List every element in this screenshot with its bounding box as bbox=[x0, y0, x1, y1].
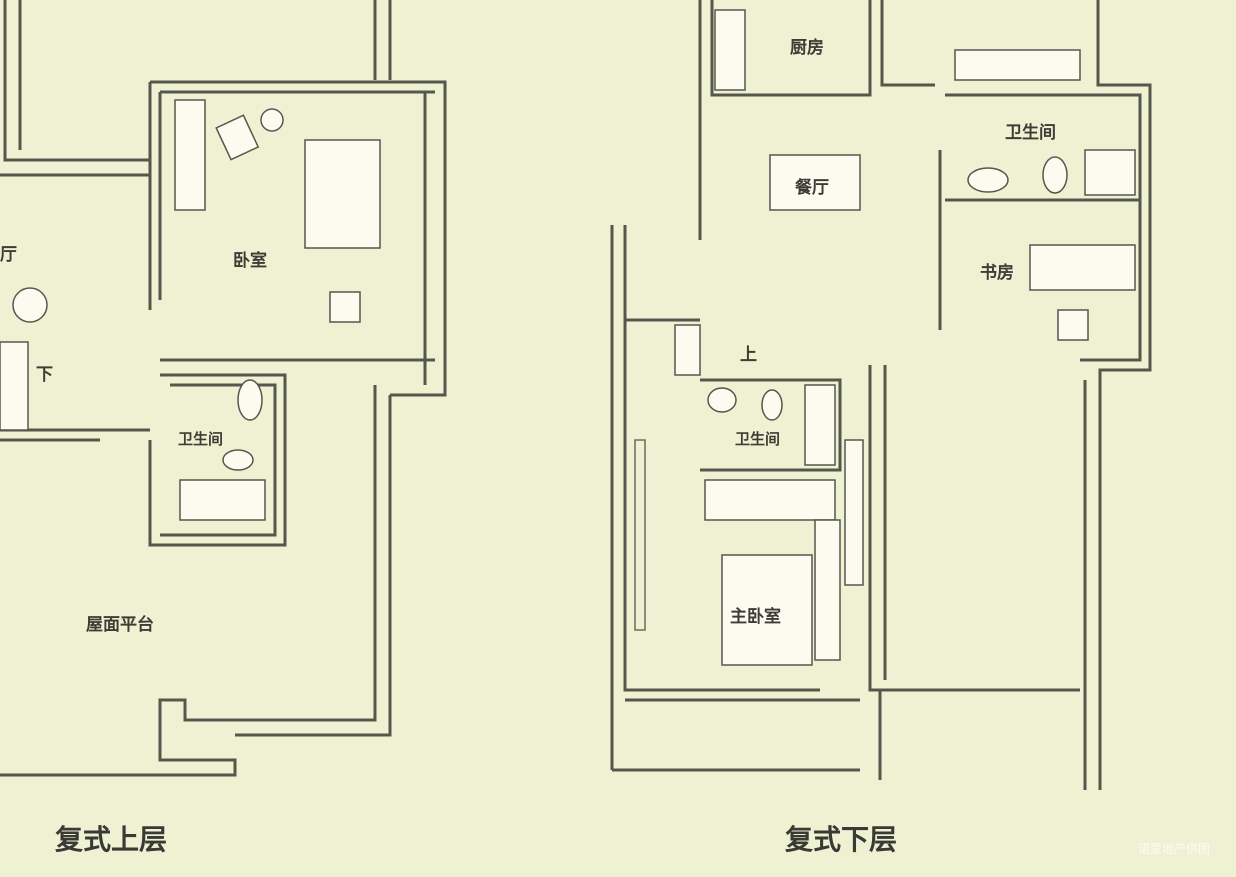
room-label-bathroom-upper: 卫生间 bbox=[178, 430, 224, 448]
room-label-roof-terrace: 屋面平台 bbox=[86, 615, 154, 635]
dining-table bbox=[769, 154, 861, 211]
bed-upper bbox=[304, 139, 381, 249]
wardrobe-upper bbox=[174, 99, 206, 211]
watermark: 诺爱地产供图 bbox=[1137, 842, 1210, 856]
desk bbox=[1029, 244, 1136, 291]
upper-floor-walls bbox=[0, 0, 447, 777]
upper-floor-title: 复式上层 bbox=[55, 823, 168, 856]
lower-floor-title: 复式下层 bbox=[785, 823, 898, 856]
room-label-stairs-down: 下 bbox=[36, 365, 53, 385]
room-label-study: 书房 bbox=[980, 263, 1014, 283]
master-bed bbox=[721, 554, 813, 666]
lower-floor-walls bbox=[610, 0, 1152, 790]
room-label-bathroom-1: 卫生间 bbox=[1005, 123, 1056, 143]
room-label-dining: 餐厅 bbox=[795, 178, 829, 198]
bathtub-upper bbox=[179, 479, 266, 521]
stairs-lower bbox=[674, 324, 701, 376]
stairs-upper bbox=[0, 341, 29, 431]
room-label-bathroom-2: 卫生间 bbox=[735, 430, 781, 448]
kitchen-counter bbox=[714, 9, 746, 91]
room-label-stairs-up: 上 bbox=[740, 345, 757, 365]
room-label-kitchen: 厨房 bbox=[790, 38, 824, 58]
room-label-living: 厅 bbox=[0, 245, 17, 265]
wardrobe-lower bbox=[704, 479, 836, 521]
room-label-bedroom: 卧室 bbox=[233, 251, 267, 271]
room-label-master-bedroom: 主卧室 bbox=[730, 607, 781, 627]
